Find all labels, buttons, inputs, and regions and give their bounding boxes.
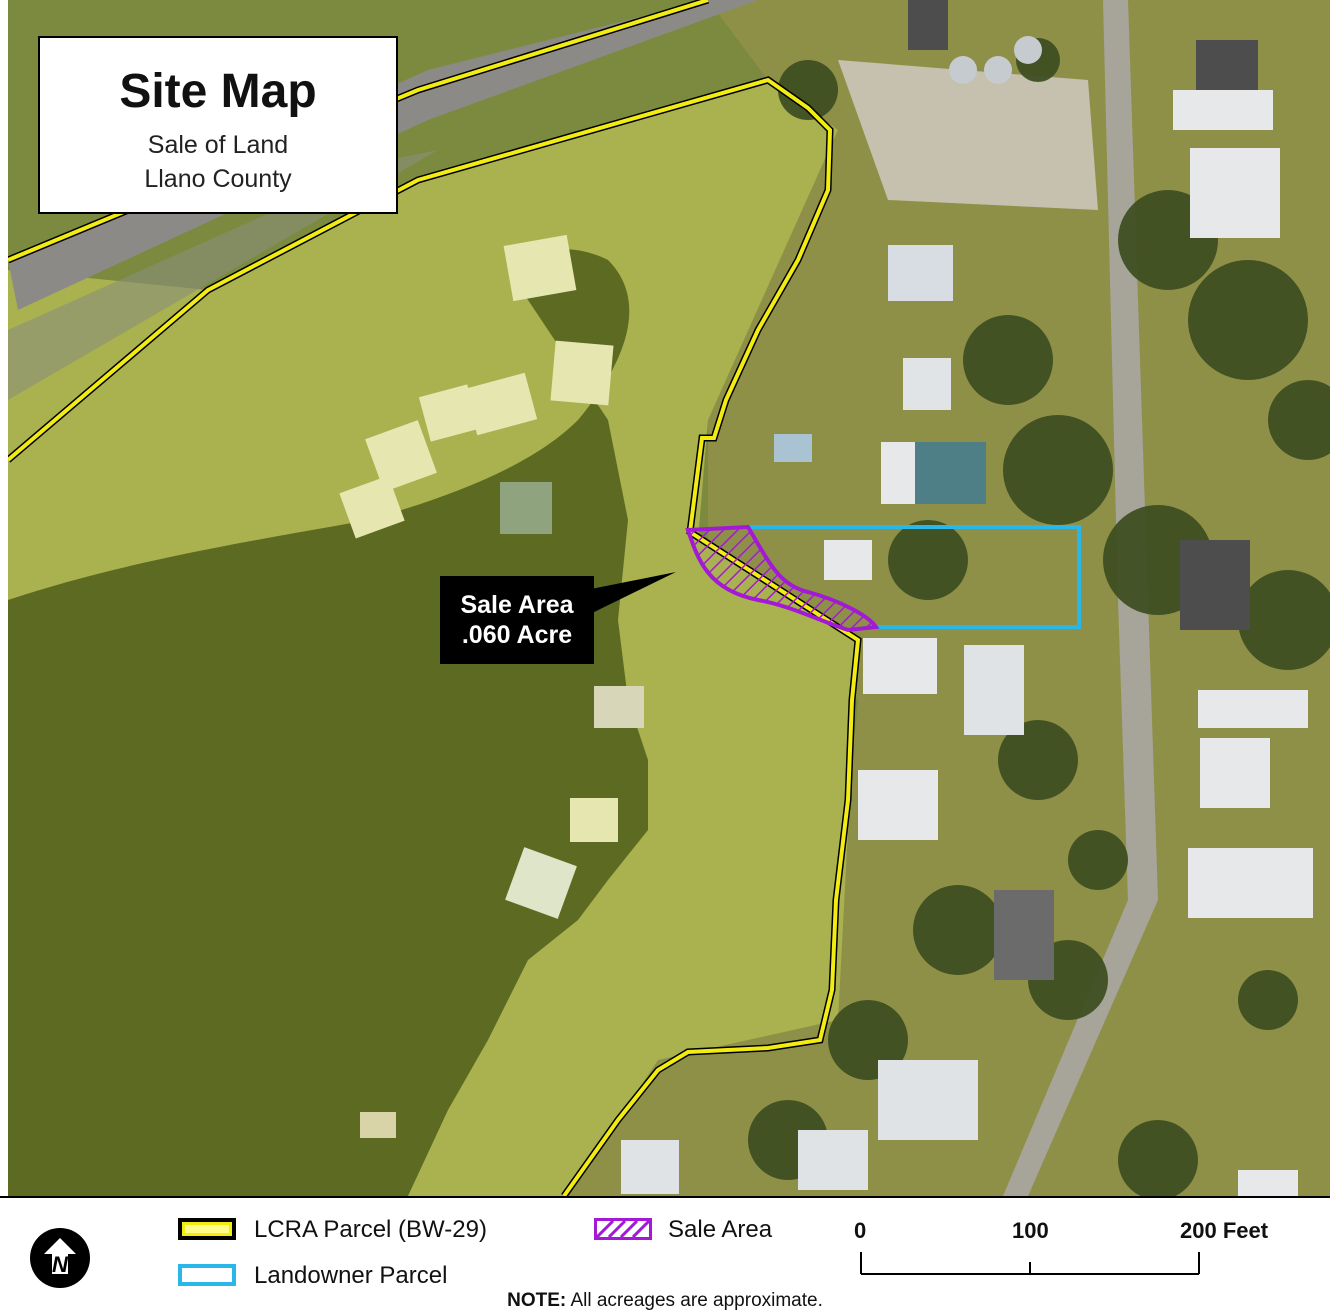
scale-bar: [860, 1252, 1200, 1275]
note-text: All acreages are approximate.: [566, 1290, 823, 1311]
legend-panel: N LCRA Parcel (BW-29) Landowner Parcel S…: [0, 1196, 1330, 1314]
svg-text:N: N: [52, 1252, 69, 1277]
title-box: Site Map Sale of Land Llano County: [38, 36, 398, 214]
acreage-note: NOTE: All acreages are approximate.: [0, 1290, 1330, 1312]
map-subtitle-1: Sale of Land: [147, 131, 289, 159]
landowner-parcel-label: Landowner Parcel: [254, 1262, 448, 1289]
buildings: [621, 0, 1313, 1196]
scale-tick-100: 100: [1012, 1218, 1049, 1243]
callout-line-1: Sale Area: [460, 591, 574, 619]
map-subtitle-2: Llano County: [144, 165, 292, 193]
scale-tick-200: 200 Feet: [1180, 1218, 1269, 1243]
sale-area-callout: Sale Area .060 Acre: [440, 576, 594, 664]
note-prefix: NOTE:: [507, 1290, 567, 1311]
landowner-parcel-boundary: [748, 525, 1081, 629]
north-arrow-icon: N: [30, 1228, 90, 1288]
scale-tick-0: 0: [854, 1218, 867, 1243]
map-area[interactable]: [8, 0, 1330, 1196]
lcra-parcel-label: LCRA Parcel (BW-29): [254, 1216, 487, 1243]
landowner-parcel-swatch: [178, 1264, 236, 1286]
callout-line-2: .060 Acre: [461, 621, 573, 649]
map-title: Site Map: [119, 65, 317, 118]
sale-area-polygon: [685, 524, 880, 633]
road: [8, 0, 758, 310]
lcra-parcel-swatch: [178, 1218, 236, 1240]
boat-docks: [339, 234, 644, 1138]
aerial-imagery: [8, 0, 1330, 1196]
street: [1003, 0, 1158, 1196]
sale-area-label: Sale Area: [668, 1216, 773, 1243]
sale-area-swatch: [594, 1218, 652, 1240]
